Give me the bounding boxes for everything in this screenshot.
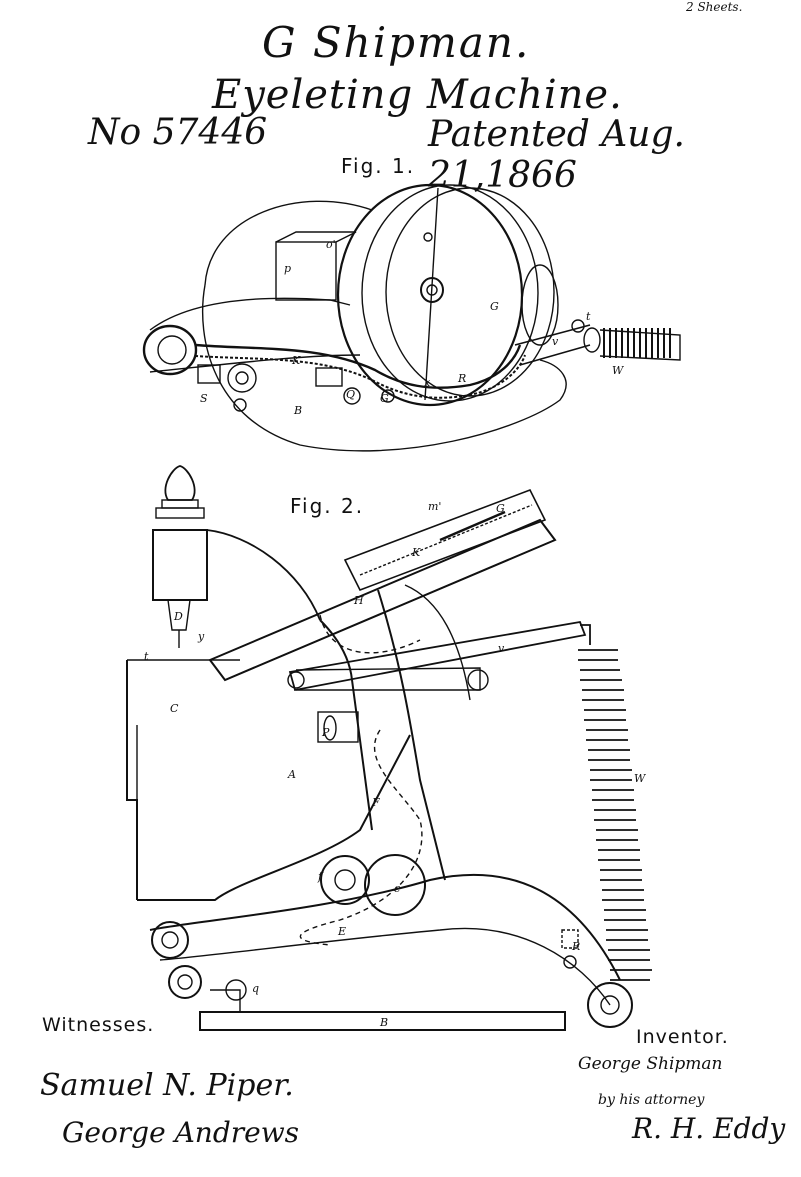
label-x: x xyxy=(424,376,431,389)
label-W: W xyxy=(612,364,625,377)
witness-signature-2: George Andrews xyxy=(62,1116,300,1149)
label-H: H xyxy=(353,594,364,607)
label-E: E xyxy=(337,925,346,938)
label-G: G xyxy=(490,300,499,313)
label-f: f xyxy=(317,870,324,883)
sheet-count: 2 Sheets. xyxy=(686,0,743,14)
label-D: D xyxy=(173,610,183,623)
fig1-part-labels: o' p G t v W S B K Q x R G xyxy=(200,238,625,417)
fig2-drawing xyxy=(126,465,633,1031)
fig2-caption: Fig. 2. xyxy=(290,494,365,518)
label-S: S xyxy=(200,392,208,405)
label-F: F xyxy=(371,796,380,809)
label-t: t xyxy=(144,650,149,663)
fig2-spring xyxy=(578,624,652,981)
fig1-drawing xyxy=(142,183,681,452)
patent-title: Eyeleting Machine. xyxy=(212,72,623,118)
label-p: p xyxy=(284,262,291,275)
witness-signature-1: Samuel N. Piper. xyxy=(40,1068,294,1103)
patent-date: Patented Aug. 21,1866 xyxy=(428,114,685,196)
label-t: t xyxy=(586,310,591,323)
label-K: K xyxy=(411,546,421,559)
label-P: P xyxy=(321,726,330,739)
label-v: v xyxy=(498,642,505,655)
label-c: c xyxy=(394,882,400,895)
inventor-heading: G Shipman. xyxy=(262,18,531,67)
attorney-signature: R. H. Eddy xyxy=(632,1112,786,1145)
label-B: B xyxy=(379,1016,388,1029)
label-R: R xyxy=(457,372,466,385)
label-G2: G xyxy=(380,392,389,405)
label-G: G xyxy=(496,502,505,515)
label-K: K xyxy=(291,354,301,367)
label-R: R xyxy=(571,940,580,953)
label-q: q xyxy=(252,982,259,995)
fig2-part-labels: m' G K H D y t C v P A W F f c E R q B xyxy=(144,500,647,1029)
label-Q: Q xyxy=(346,388,355,401)
label-o-prime: o' xyxy=(326,238,336,251)
inventor-signature: George Shipman xyxy=(578,1054,723,1074)
label-W: W xyxy=(634,772,647,785)
label-B: B xyxy=(293,404,302,417)
attorney-label: by his attorney xyxy=(598,1092,705,1108)
fig1-spring xyxy=(603,328,671,358)
label-v: v xyxy=(552,335,559,348)
label-m-prime: m' xyxy=(428,500,441,513)
fig1-caption: Fig. 1. xyxy=(341,154,416,178)
label-A: A xyxy=(287,768,296,781)
patent-number: No 57446 xyxy=(88,112,268,153)
label-C: C xyxy=(170,702,179,715)
label-y: y xyxy=(197,630,205,643)
witnesses-label: Witnesses. xyxy=(42,1014,155,1036)
inventor-label: Inventor. xyxy=(636,1026,729,1048)
